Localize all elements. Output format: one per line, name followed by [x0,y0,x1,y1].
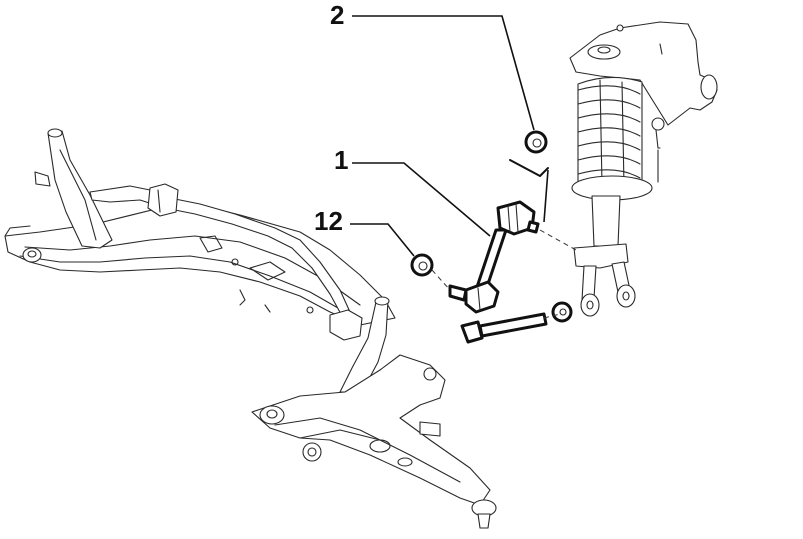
callout-1: 1 [334,145,349,175]
leader-line-1 [352,162,491,237]
coil-spring [577,76,643,193]
leader-line-12 [350,223,415,257]
nut-lower [410,253,434,277]
nut-upper [524,130,548,154]
front-subframe [4,128,396,341]
callout-12: 12 [314,206,343,236]
stabilizer-link [448,200,540,314]
bolt [460,312,548,344]
callout-2: 2 [330,0,345,30]
lower-control-arm [251,296,497,529]
washer [551,301,573,323]
strut-assembly [569,21,718,317]
leader-line-2 [352,15,535,131]
